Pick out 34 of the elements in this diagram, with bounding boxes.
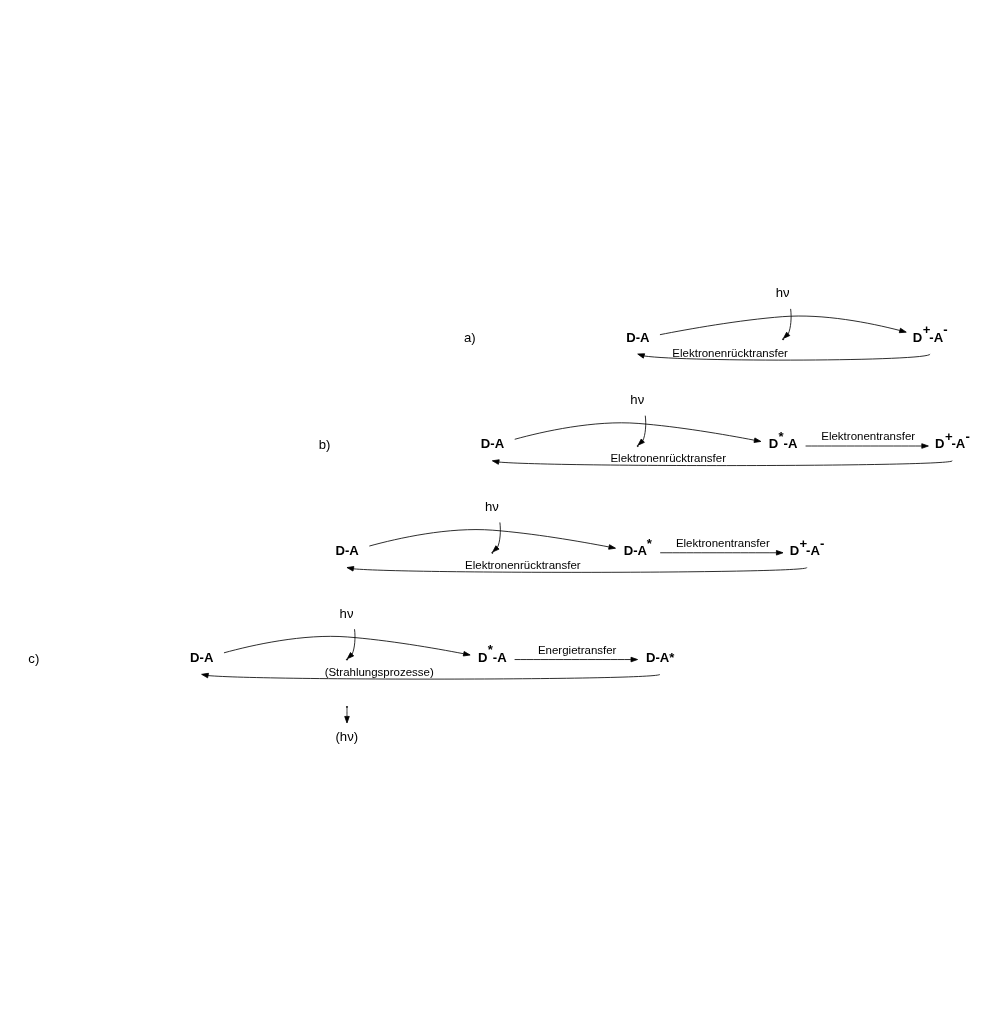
arrow — [492, 521, 501, 552]
arrow — [223, 635, 471, 656]
edge-label: (Strahlungsprozesse) — [324, 665, 434, 678]
arrow — [368, 528, 616, 550]
arrow — [514, 421, 762, 443]
arrow — [659, 315, 907, 335]
arrow — [491, 458, 953, 466]
node-text: hν — [339, 605, 354, 620]
node-text: D-A* — [645, 649, 675, 665]
node-text: D-A — [480, 435, 505, 451]
node-text: (hν) — [335, 728, 359, 744]
arrow — [201, 672, 661, 679]
label: a) — [464, 329, 476, 345]
label: c) — [28, 650, 40, 666]
arrow — [346, 628, 356, 659]
node-text: D-A — [190, 649, 214, 665]
arrow — [637, 352, 931, 360]
edge-label: Elektronenrücktransfer — [672, 346, 788, 359]
arrow — [659, 549, 784, 555]
label: b) — [318, 436, 331, 452]
node-text: D-A — [626, 329, 650, 345]
edge-label: Elektronentransfer — [675, 536, 770, 549]
arrow — [514, 656, 638, 662]
edge-label: Energietransfer — [537, 643, 617, 656]
arrow — [346, 565, 808, 573]
arrow — [805, 442, 929, 449]
edge-label: Elektronentransfer — [821, 429, 916, 442]
node-text: hν — [630, 391, 645, 407]
edge-label: Elektronenrücktransfer — [610, 451, 726, 464]
arrow — [344, 706, 350, 723]
node-text: hν — [484, 498, 499, 514]
edge-label: Elektronenrücktransfer — [465, 558, 581, 571]
node-text: hν — [775, 284, 790, 300]
node-text: D-A — [335, 542, 359, 558]
